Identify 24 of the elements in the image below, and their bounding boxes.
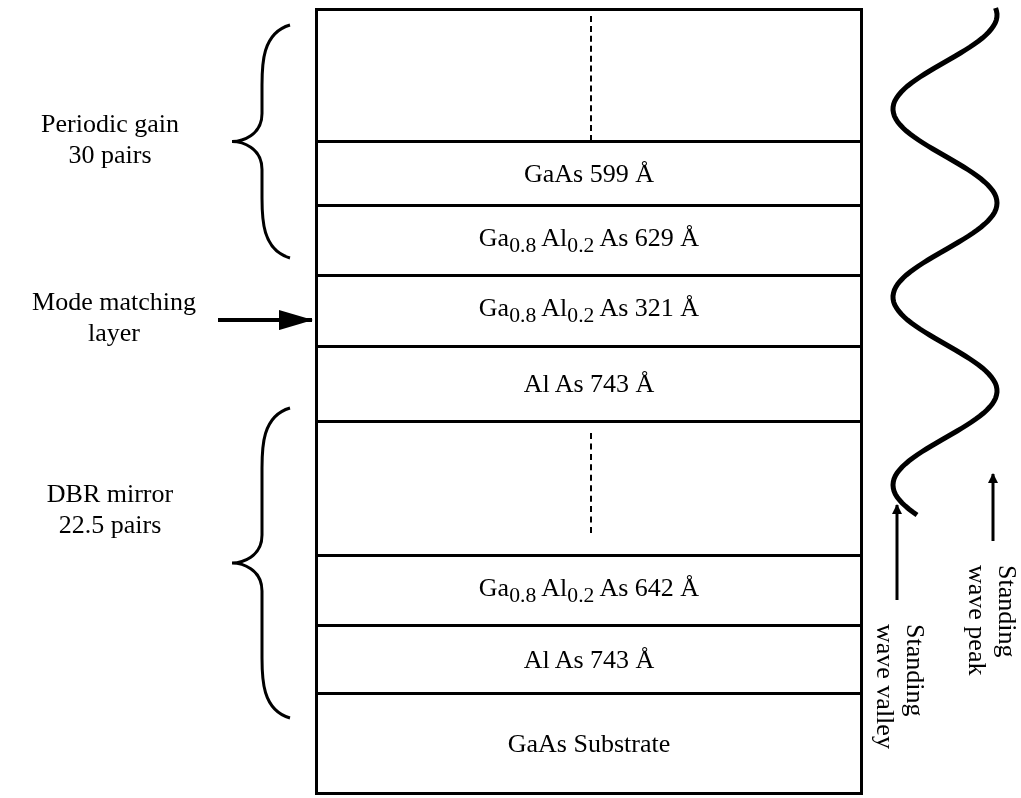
arrow [218, 310, 313, 331]
empty-layer-box [315, 8, 863, 143]
layer-box [315, 692, 863, 795]
layer-box [315, 274, 863, 348]
layer-label: Al As 743 Å [523, 644, 655, 675]
layer-box [315, 345, 863, 423]
layer-label: GaAs 599 Å [524, 158, 654, 189]
layer-label: GaAs Substrate [507, 728, 671, 759]
group-label: Periodic gain 30 pairs [40, 108, 180, 170]
layer-label: Ga$_{0.8}$ Al$_{0.2}$ As 629 Å [478, 222, 700, 259]
vertical-label: Standing wave valley [866, 624, 930, 774]
layer-box [315, 140, 863, 207]
layer-label: Al As 743 Å [523, 369, 655, 399]
side-label: Mode matching layer [8, 286, 220, 348]
vertical-label: Standing wave peak [958, 565, 1021, 690]
arrow [988, 473, 998, 541]
layer-label: Ga$_{0.8}$ Al$_{0.2}$ As 321 Å [478, 293, 700, 329]
empty-layer-box [315, 420, 863, 557]
layer-box [315, 204, 863, 277]
arrow [892, 504, 902, 600]
layer-box [315, 554, 863, 627]
layer-box [315, 624, 863, 695]
group-label: DBR mirror 22.5 pairs [45, 478, 175, 540]
layer-label: Ga$_{0.8}$ Al$_{0.2}$ As 642 Å [478, 572, 700, 609]
